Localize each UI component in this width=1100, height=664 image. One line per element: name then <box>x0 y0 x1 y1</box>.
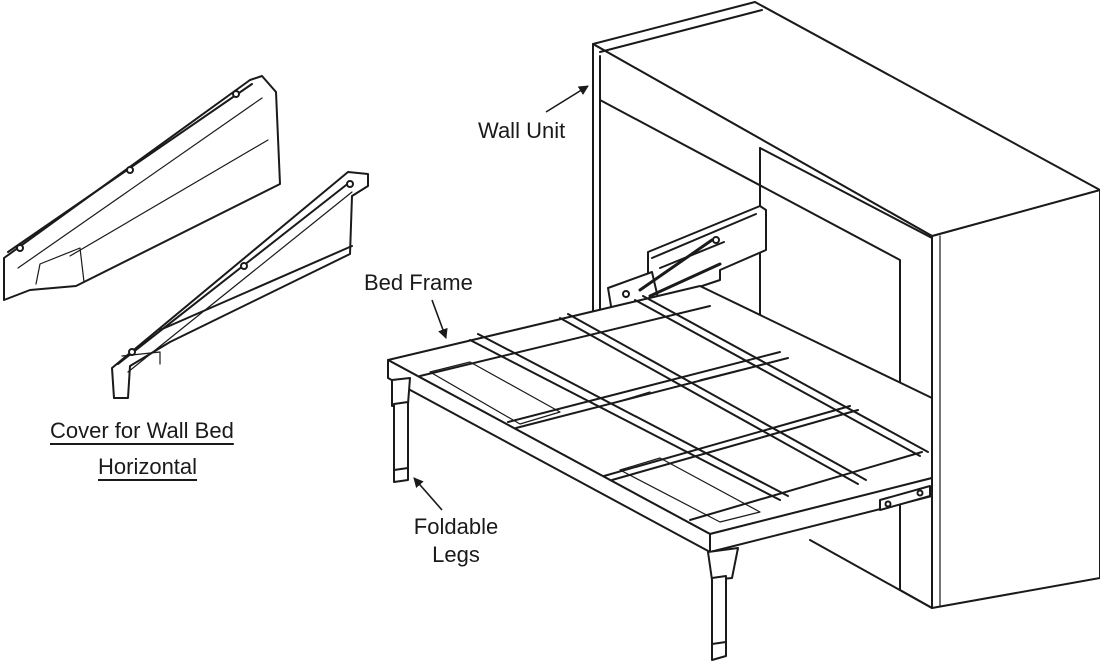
cover-solid <box>3 75 281 301</box>
cover-title-line2: Horizontal <box>98 454 198 479</box>
foldable-leg-rear <box>707 547 739 661</box>
wall-unit-cabinet <box>592 1 1100 609</box>
foldable-legs-arrow <box>413 477 443 511</box>
leader-arrows <box>413 85 589 511</box>
cover-title-line1: Cover for Wall Bed <box>50 418 234 443</box>
lift-mechanism <box>607 205 767 313</box>
wall-unit-arrow <box>545 85 589 113</box>
bed-frame-label: Bed Frame <box>364 270 473 295</box>
foldable-legs-label-line1: Foldable <box>413 514 499 539</box>
bed-frame-arrow <box>431 299 448 339</box>
wall-unit-label: Wall Unit <box>478 118 566 143</box>
cover-bracket <box>111 171 369 399</box>
foldable-leg-front <box>391 377 411 483</box>
bed-frame <box>387 285 933 553</box>
foldable-legs-label-line2: Legs <box>432 542 480 567</box>
